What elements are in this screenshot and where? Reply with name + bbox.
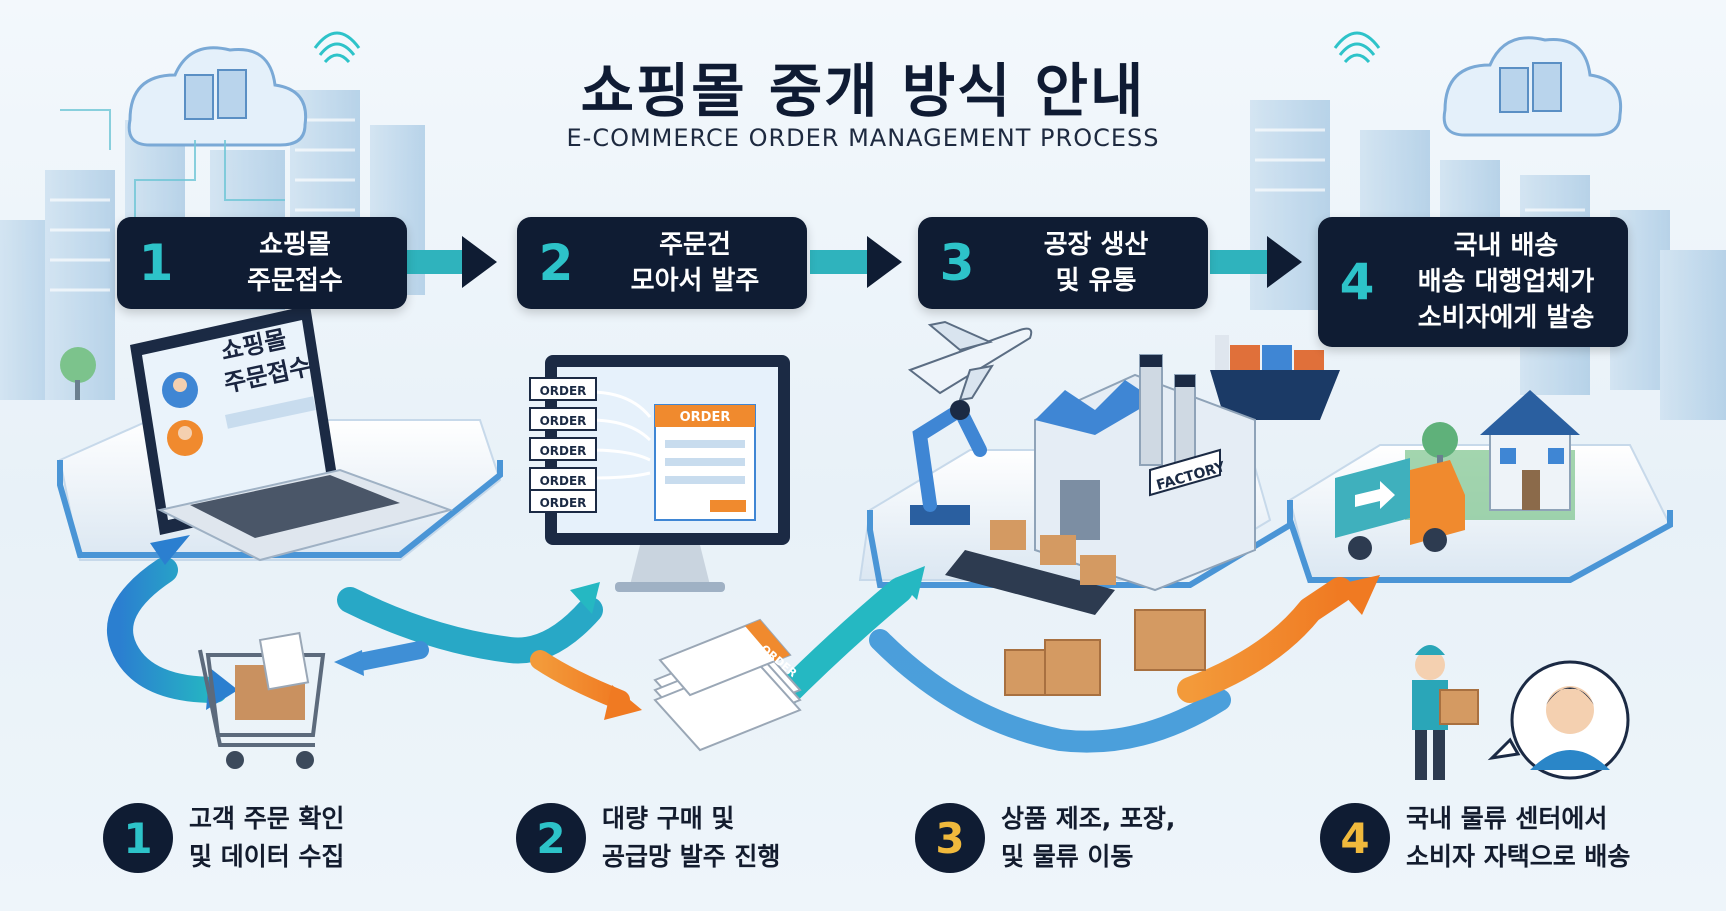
order-form-title: ORDER <box>680 410 731 425</box>
bottom-step-2: 2 대량 구매 및 공급망 발주 진행 <box>516 800 780 876</box>
step-box-2: 2 주문건 모아서 발주 <box>517 217 807 309</box>
cargo-ship-icon <box>1210 335 1340 420</box>
bottom-step-line: 고객 주문 확인 <box>189 804 345 833</box>
bottom-step-4: 4 국내 물류 센터에서 소비자 자택으로 배송 <box>1320 800 1630 876</box>
step-label-line: 배송 대행업체가 <box>1417 267 1595 297</box>
bottom-step-number: 1 <box>103 803 173 873</box>
conveyor-belt <box>945 520 1116 615</box>
step-label-line: 모아서 발주 <box>630 266 760 296</box>
factory-illustration <box>1034 354 1256 592</box>
bottom-step-3: 3 상품 제조, 포장, 및 물류 이동 <box>915 800 1175 876</box>
page-title: 쇼핑몰 중개 방식 안내 <box>580 57 1146 125</box>
step-label-line: 공장 생산 <box>1043 230 1149 260</box>
bottom-step-line: 및 데이터 수집 <box>189 842 345 871</box>
step-box-4: 4 국내 배송 배송 대행업체가 소비자에게 발송 <box>1318 217 1628 347</box>
order-tag: ORDER <box>540 444 587 458</box>
step-label-line: 주문접수 <box>247 266 343 296</box>
step-label-line: 및 유통 <box>1055 266 1137 296</box>
step-label-line: 쇼핑몰 <box>259 230 331 260</box>
bottom-step-1: 1 고객 주문 확인 및 데이터 수집 <box>103 800 344 876</box>
step-label-line: 소비자에게 발송 <box>1417 303 1595 333</box>
cloud-server-icon <box>60 31 361 240</box>
delivery-truck-icon <box>1335 458 1465 560</box>
shopping-cart-icon <box>198 631 326 769</box>
order-tag: ORDER <box>540 414 587 428</box>
laptop-illustration <box>130 305 454 562</box>
step-connector-arrows <box>405 236 1302 288</box>
bottom-step-line: 상품 제조, 포장, <box>1001 804 1176 833</box>
bottom-step-number: 4 <box>1320 803 1390 873</box>
step-box-3: 3 공장 생산 및 유통 <box>918 217 1208 309</box>
courier-person-icon <box>1412 645 1479 780</box>
step-number: 3 <box>939 234 975 292</box>
cloud-server-icon <box>1333 31 1623 137</box>
step-box-1: 1 쇼핑몰 주문접수 <box>117 217 407 309</box>
bottom-step-line: 소비자 자택으로 배송 <box>1406 842 1631 871</box>
step-number: 1 <box>138 234 174 292</box>
bottom-step-line: 대량 구매 및 <box>602 804 735 833</box>
bottom-step-number: 3 <box>915 803 985 873</box>
cardboard-boxes <box>1004 609 1206 696</box>
bottom-step-line: 및 물류 이동 <box>1001 842 1134 871</box>
step-label-line: 국내 배송 <box>1453 231 1559 261</box>
bottom-step-line: 국내 물류 센터에서 <box>1406 804 1608 833</box>
order-paper-stack-icon <box>653 618 802 752</box>
order-tags <box>529 377 597 513</box>
step-number: 4 <box>1339 253 1375 311</box>
order-tag: ORDER <box>540 474 587 488</box>
bottom-step-line: 공급망 발주 진행 <box>602 842 781 871</box>
flow-ribbons <box>107 535 1380 753</box>
page-subtitle: E-COMMERCE ORDER MANAGEMENT PROCESS <box>566 124 1160 152</box>
robot-arm-icon <box>910 399 987 525</box>
order-tag: ORDER <box>540 496 587 510</box>
order-tag: ORDER <box>540 384 587 398</box>
customer-avatar <box>1487 660 1630 780</box>
step-number: 2 <box>538 234 574 292</box>
bottom-step-number: 2 <box>516 803 586 873</box>
airplane-icon <box>907 320 1033 402</box>
step-label-line: 주문건 <box>659 230 731 260</box>
